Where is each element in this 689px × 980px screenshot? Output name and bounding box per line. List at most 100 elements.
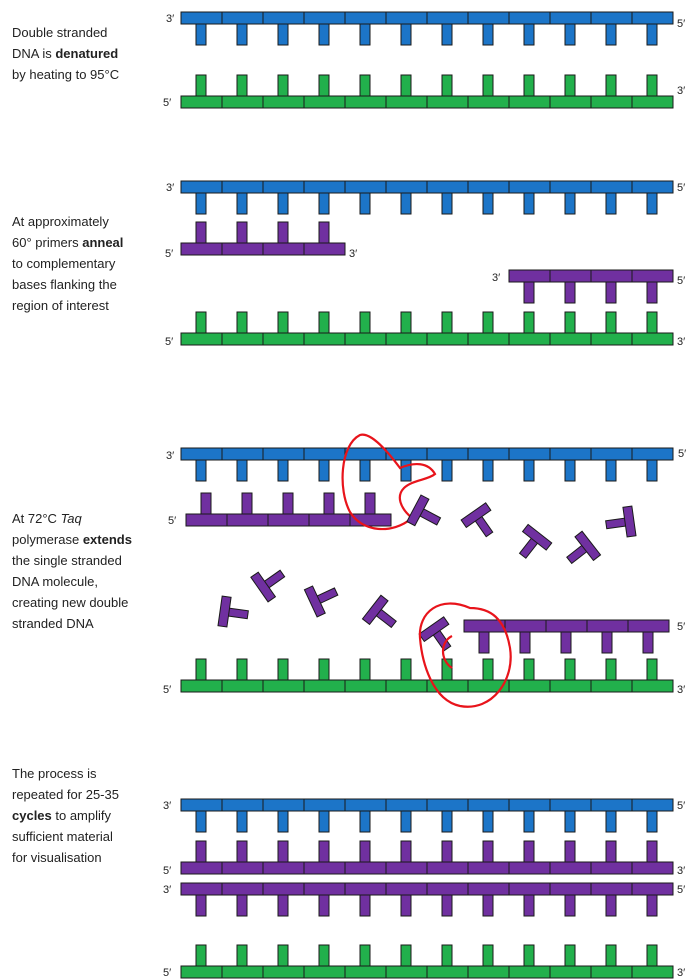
backbone-segment bbox=[267, 513, 310, 527]
text-segment: creating new double bbox=[12, 595, 129, 610]
backbone-segment bbox=[467, 447, 510, 461]
end-label-5prime: 5′ bbox=[677, 18, 685, 30]
primer-strand-extending-bottom bbox=[463, 619, 670, 654]
text-segment: for visualisation bbox=[12, 850, 102, 865]
text-segment: polymerase bbox=[12, 532, 83, 547]
backbone-segment bbox=[590, 11, 633, 25]
backbone-segment bbox=[344, 882, 387, 896]
text-segment: by heating to 95°C bbox=[12, 67, 120, 82]
backbone-segment bbox=[344, 447, 387, 461]
backbone-segment bbox=[262, 679, 305, 693]
nucleotide-backbone bbox=[361, 594, 389, 626]
base-tooth bbox=[400, 893, 412, 917]
backbone-segment bbox=[221, 242, 264, 256]
emphasis-term: denatured bbox=[55, 46, 119, 61]
base-tooth bbox=[441, 191, 453, 215]
base-tooth bbox=[277, 944, 289, 968]
free-nucleotide-icon bbox=[406, 494, 442, 527]
nucleotide-backbone bbox=[303, 585, 326, 618]
base-tooth bbox=[564, 280, 576, 304]
base-tooth bbox=[605, 658, 617, 682]
backbone-segment bbox=[180, 95, 223, 109]
base-tooth bbox=[318, 74, 330, 98]
backbone-segment bbox=[426, 95, 469, 109]
base-tooth bbox=[277, 809, 289, 833]
base-tooth bbox=[523, 191, 535, 215]
backbone-segment bbox=[590, 269, 633, 283]
end-label-5prime: 5′ bbox=[677, 800, 685, 812]
primer-strand-extending-top bbox=[185, 492, 392, 527]
base-tooth bbox=[195, 311, 207, 335]
backbone-segment bbox=[426, 11, 469, 25]
base-tooth bbox=[523, 74, 535, 98]
step-text-line: for visualisation bbox=[12, 847, 119, 868]
base-tooth bbox=[236, 944, 248, 968]
template-strand-bottom bbox=[180, 944, 674, 979]
base-tooth bbox=[195, 191, 207, 215]
end-label-3prime: 3′ bbox=[166, 182, 174, 194]
base-tooth bbox=[646, 191, 658, 215]
text-segment: to amplify bbox=[51, 808, 112, 823]
template-strand-top bbox=[180, 798, 674, 833]
base-tooth bbox=[646, 311, 658, 335]
base-tooth bbox=[519, 630, 531, 654]
base-tooth bbox=[236, 221, 248, 245]
backbone-segment bbox=[467, 882, 510, 896]
step-text-line: by heating to 95°C bbox=[12, 64, 119, 85]
base-tooth bbox=[318, 944, 330, 968]
backbone-segment bbox=[180, 861, 223, 875]
backbone-segment bbox=[303, 965, 346, 979]
end-label-5prime: 5′ bbox=[165, 336, 173, 348]
backbone-segment bbox=[344, 965, 387, 979]
base-tooth bbox=[482, 458, 494, 482]
end-label-5prime: 5′ bbox=[163, 967, 171, 979]
backbone-segment bbox=[549, 180, 592, 194]
backbone-segment bbox=[385, 332, 428, 346]
base-tooth bbox=[605, 458, 617, 482]
emphasis-term: cycles bbox=[12, 808, 52, 823]
base-tooth bbox=[441, 22, 453, 46]
backbone-segment bbox=[631, 965, 674, 979]
base-tooth bbox=[195, 221, 207, 245]
step-text-line: creating new double bbox=[12, 592, 132, 613]
backbone-segment bbox=[508, 11, 551, 25]
nucleotide-backbone bbox=[574, 530, 602, 562]
base-tooth bbox=[277, 840, 289, 864]
backbone-segment bbox=[631, 798, 674, 812]
base-tooth bbox=[359, 840, 371, 864]
backbone-segment bbox=[344, 11, 387, 25]
backbone-segment bbox=[549, 11, 592, 25]
backbone-segment bbox=[385, 798, 428, 812]
step-text-line: Double stranded bbox=[12, 22, 119, 43]
text-segment: At approximately bbox=[12, 214, 109, 229]
base-tooth bbox=[277, 658, 289, 682]
base-tooth bbox=[400, 458, 412, 482]
base-tooth bbox=[523, 944, 535, 968]
backbone-segment bbox=[221, 95, 264, 109]
nucleotide-backbone bbox=[521, 523, 553, 551]
backbone-segment bbox=[426, 965, 469, 979]
base-tooth bbox=[277, 74, 289, 98]
backbone-segment bbox=[262, 332, 305, 346]
base-tooth bbox=[605, 840, 617, 864]
backbone-segment bbox=[180, 180, 223, 194]
base-tooth bbox=[195, 893, 207, 917]
end-label-3prime: 3′ bbox=[163, 884, 171, 896]
template-strand-top bbox=[180, 180, 674, 215]
backbone-segment bbox=[303, 242, 346, 256]
end-label-3prime: 3′ bbox=[166, 450, 174, 462]
step-text-line: sufficient material bbox=[12, 826, 119, 847]
backbone-segment bbox=[508, 180, 551, 194]
backbone-segment bbox=[549, 95, 592, 109]
backbone-segment bbox=[549, 965, 592, 979]
base-tooth bbox=[564, 944, 576, 968]
base-tooth bbox=[318, 840, 330, 864]
text-segment: 60° primers bbox=[12, 235, 83, 250]
backbone-segment bbox=[262, 861, 305, 875]
step-text-line: DNA is denatured bbox=[12, 43, 119, 64]
text-segment: stranded DNA bbox=[12, 616, 94, 631]
base-tooth bbox=[236, 840, 248, 864]
